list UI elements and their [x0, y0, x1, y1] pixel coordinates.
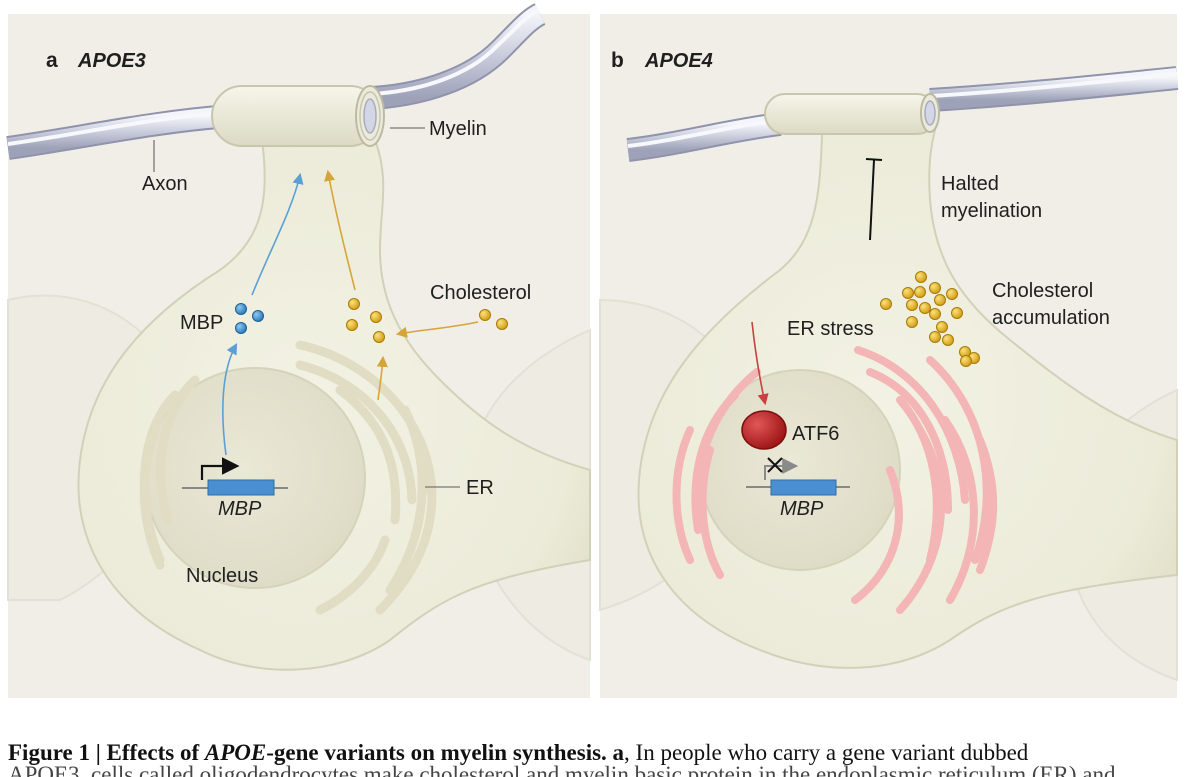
cholesterol-label: Cholesterol — [430, 282, 531, 304]
caption-line-2: APOE3, cells called oligodendrocytes mak… — [8, 762, 1116, 777]
er-stress-arrow — [751, 321, 769, 406]
gold-arrow-er-to-cholesterol — [376, 355, 388, 401]
atf6-label: ATF6 — [792, 423, 839, 445]
caption-line-1: Figure 1 | Effects of APOE-gene variants… — [8, 733, 1200, 773]
gold-arrow-cholesterol-in — [395, 321, 479, 338]
blocked-transcription-arrow — [764, 458, 799, 480]
panel-a-letter: a — [46, 49, 58, 72]
panel-b-letter: b — [611, 49, 624, 72]
er-stress-cisternae — [672, 346, 998, 614]
halted-inhibition-symbol — [865, 158, 883, 241]
er-label: ER — [466, 477, 494, 499]
figure-caption: Figure 1 | Effects of APOE-gene variants… — [8, 733, 1200, 777]
panel-b-title: APOE4 — [644, 50, 713, 72]
mbp-protein-label: MBP — [180, 312, 223, 334]
axon — [6, 3, 546, 160]
er-cisternae-a — [139, 340, 437, 615]
mbp-gene-label: MBP — [218, 498, 262, 520]
blue-arrow-mbp-to-myelin — [251, 172, 304, 296]
atf6-protein — [741, 410, 787, 450]
myelin-sheath — [211, 85, 385, 147]
mbp-gene-a — [182, 457, 288, 496]
axon-b — [626, 66, 1179, 162]
nucleus-label: Nucleus — [186, 565, 258, 587]
mbp-gene-b — [746, 457, 850, 496]
panel-a: a APOE3 Myelin Axon Cholesterol MBP MBP … — [6, 3, 591, 698]
panel-a-title: APOE3 — [77, 50, 146, 72]
cholesterol-accumulation-label-line1: Cholesterol — [992, 280, 1093, 302]
caption-gene: APOE — [204, 740, 267, 765]
panel-b: b APOE4 Halted myelination Cholesterol a… — [599, 14, 1179, 698]
axon-label: Axon — [142, 173, 188, 195]
myelin-label: Myelin — [429, 118, 487, 140]
block-x-icon — [767, 457, 783, 473]
mbp-gene-b-label: MBP — [780, 498, 824, 520]
halted-label-line2: myelination — [941, 200, 1042, 222]
caption-title: -gene variants on myelin synthesis. a — [266, 740, 625, 765]
transcription-start-arrow — [200, 457, 240, 480]
er-stress-label: ER stress — [787, 318, 874, 340]
myelin-figure: a APOE3 Myelin Axon Cholesterol MBP MBP … — [6, 3, 1179, 698]
caption-figure-label: Figure 1 | Effects of — [8, 740, 205, 765]
blue-arrow-gene-to-mbp — [222, 343, 238, 456]
gold-arrow-to-myelin — [324, 169, 356, 291]
cholesterol-dots-a — [346, 298, 508, 343]
mbp-protein-dots — [235, 303, 264, 334]
cholesterol-accumulation-dots — [880, 271, 980, 367]
cholesterol-accumulation-label-line2: accumulation — [992, 307, 1110, 329]
halted-label-line1: Halted — [941, 173, 999, 195]
myelin-sheath-b — [764, 93, 940, 135]
caption-text: , In people who carry a gene variant dub… — [624, 740, 1029, 765]
